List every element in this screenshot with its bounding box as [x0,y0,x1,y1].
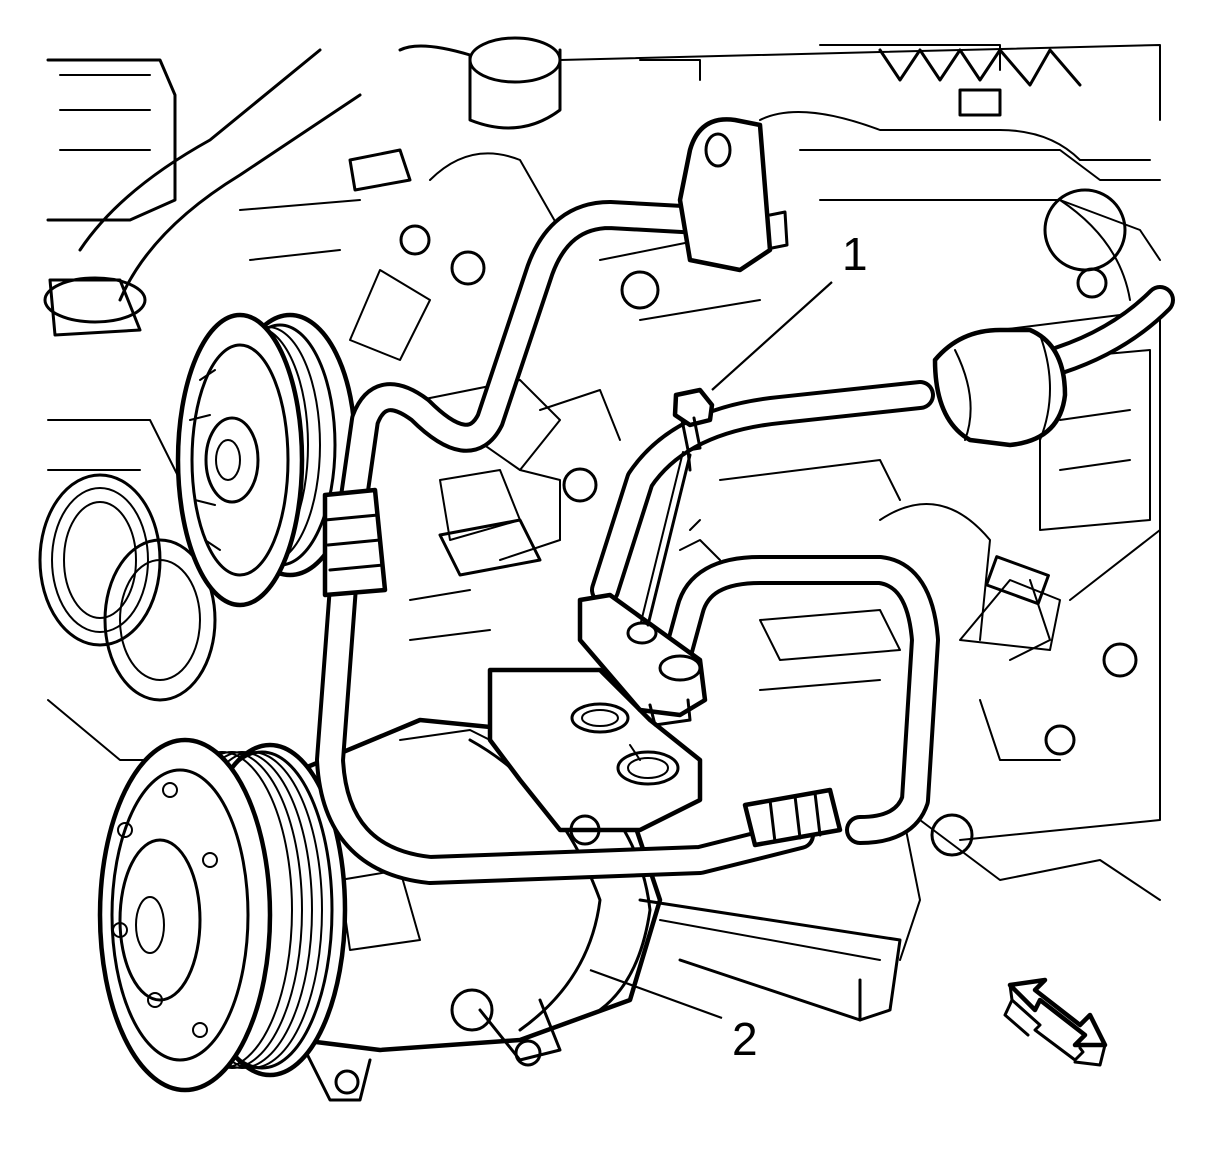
upper-pulley [175,312,358,608]
hose-compressor-fitting-block [577,592,708,727]
compressor-clutch-pulley [97,737,348,1093]
hose-ferrule-bottom [742,787,843,848]
hose-retaining-bolt [640,387,715,627]
engine-background-linework [38,36,1161,901]
ac-compressor-body [297,667,921,1102]
callout-2: 2 [589,968,758,1065]
callout-2-label: 2 [732,1013,758,1065]
refrigerant-hoses [315,117,1175,885]
hose-ferrule-left [322,487,388,598]
front-direction-arrow-icon [1003,977,1108,1067]
hose-top-fitting-block [677,117,789,273]
callout-1-label: 1 [842,228,868,280]
callout-1: 1 [711,228,868,391]
